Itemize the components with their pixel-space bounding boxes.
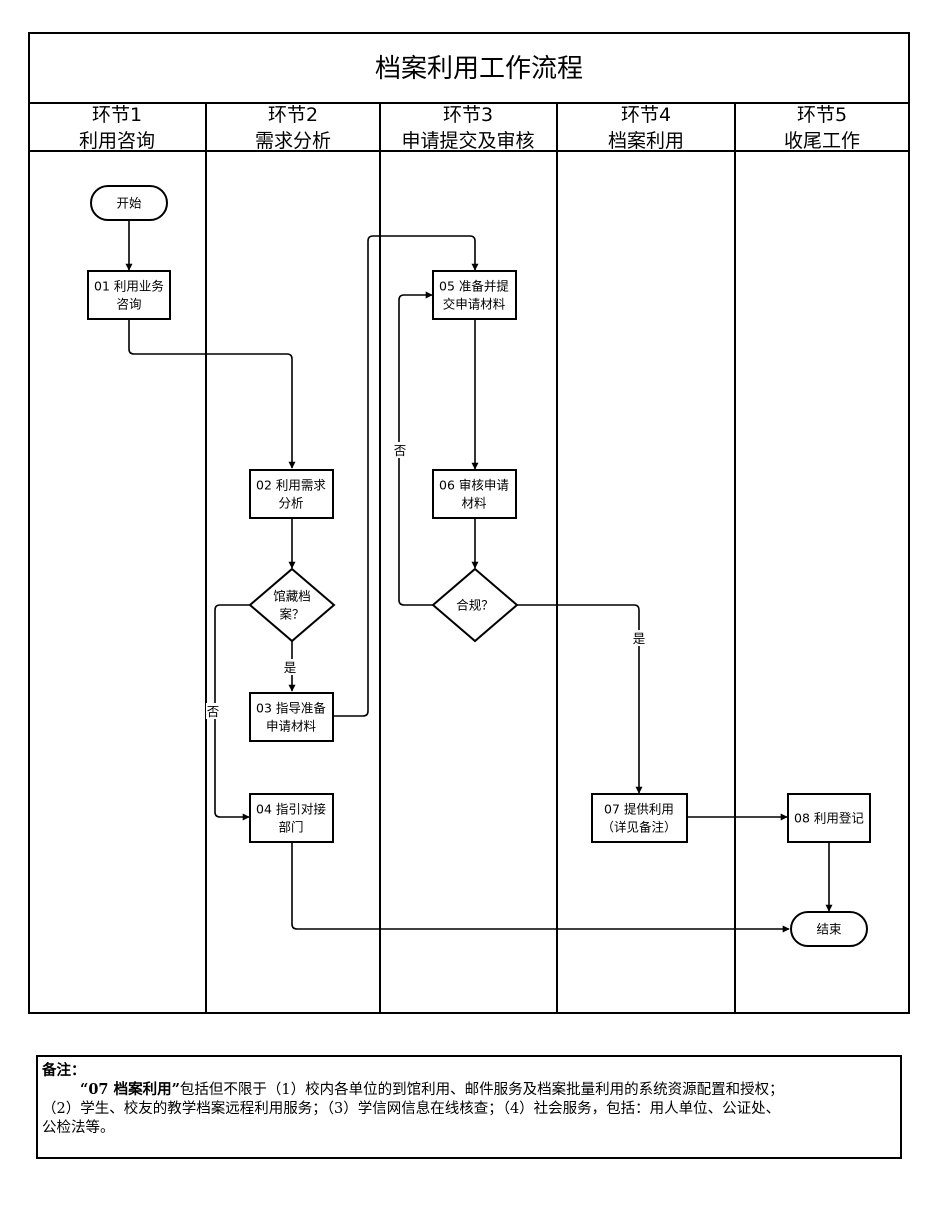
remarks-title: 备注： xyxy=(42,1062,86,1079)
remarks-line: （2）学生、校友的教学档案远程利用服务；（3）学信网信息在线核查；（4）社会服务… xyxy=(42,1101,781,1117)
process-01 xyxy=(87,270,171,320)
swimlane-frame xyxy=(28,32,910,1014)
lane-name-4: 档案利用 xyxy=(608,130,684,152)
node-label-d1: 案？ xyxy=(279,607,304,622)
process-02 xyxy=(249,469,334,519)
lane-step-2: 环节2 xyxy=(268,104,318,126)
process-08 xyxy=(787,793,871,843)
process-03 xyxy=(249,692,334,742)
flowchart: 档案利用工作流程 环节1 利用咨询 环节2 需求分析 环节3 申请提交及审核 环节4 档案利用… xyxy=(28,32,910,1014)
decision-compliance xyxy=(431,567,519,643)
node-label-n02: 02 利用需求 xyxy=(256,478,326,493)
remarks-line: 公检法等。 xyxy=(42,1120,115,1136)
node-label-n03: 03 指导准备 xyxy=(256,701,326,716)
node-label-start: 开始 xyxy=(116,196,142,211)
lane-step-5: 环节5 xyxy=(797,104,847,126)
edge-d2-07 xyxy=(517,604,643,794)
node-label-n06: 材料 xyxy=(461,496,487,511)
edge-04-end xyxy=(291,842,790,933)
node-label-n08: 08 利用登记 xyxy=(794,811,864,826)
start-terminal xyxy=(90,185,168,221)
node-label-end: 结束 xyxy=(816,922,842,937)
lane-step-1: 环节1 xyxy=(92,104,142,126)
process-04 xyxy=(249,793,334,843)
node-label-n05: 交申请材料 xyxy=(443,297,506,312)
edge-label-no: 否 xyxy=(394,443,407,458)
node-label-n02: 分析 xyxy=(278,496,303,511)
process-06 xyxy=(432,469,517,519)
node-label-n07: （详见备注） xyxy=(601,820,676,835)
process-07 xyxy=(591,793,688,843)
lane-step-3: 环节3 xyxy=(443,104,493,126)
lane-name-1: 利用咨询 xyxy=(79,130,155,152)
node-label-n04: 04 指引对接 xyxy=(256,802,326,817)
node-label-n04: 部门 xyxy=(278,820,303,835)
node-label-n03: 申请材料 xyxy=(266,719,317,734)
lane-name-2: 需求分析 xyxy=(255,130,331,152)
lane-name-3: 申请提交及审核 xyxy=(401,130,534,152)
edge-01-02 xyxy=(128,319,296,469)
edge-03-05 xyxy=(333,235,479,717)
diagram-title: 档案利用工作流程 xyxy=(375,54,583,84)
node-label-n07: 07 提供利用 xyxy=(604,802,674,817)
end-terminal xyxy=(790,911,868,947)
process-05 xyxy=(432,270,517,320)
edge-label-yes: 是 xyxy=(633,631,646,646)
remarks-line: 包括但不限于（1）校内各单位的到馆利用、邮件服务及档案批量利用的系统资源配置和授… xyxy=(179,1082,784,1098)
lane-step-4: 环节4 xyxy=(621,104,671,126)
remarks-keyword: “07 档案利用” xyxy=(80,1081,180,1098)
node-label-n01: 01 利用业务 xyxy=(94,279,164,294)
edge-label-yes: 是 xyxy=(284,660,297,675)
edge-label-no: 否 xyxy=(207,704,220,719)
decision-holdings xyxy=(248,567,336,643)
node-label-d1: 馆藏档 xyxy=(273,589,311,604)
node-label-n05: 05 准备并提 xyxy=(439,279,509,294)
node-label-d2: 合规？ xyxy=(456,598,494,613)
lane-name-5: 收尾工作 xyxy=(784,130,860,152)
remarks-box: 备注： “07 档案利用”包括但不限于（1）校内各单位的到馆利用、邮件服务及档案… xyxy=(36,1055,902,1159)
node-label-n01: 咨询 xyxy=(116,297,141,312)
node-label-n06: 06 审核申请 xyxy=(439,478,509,493)
